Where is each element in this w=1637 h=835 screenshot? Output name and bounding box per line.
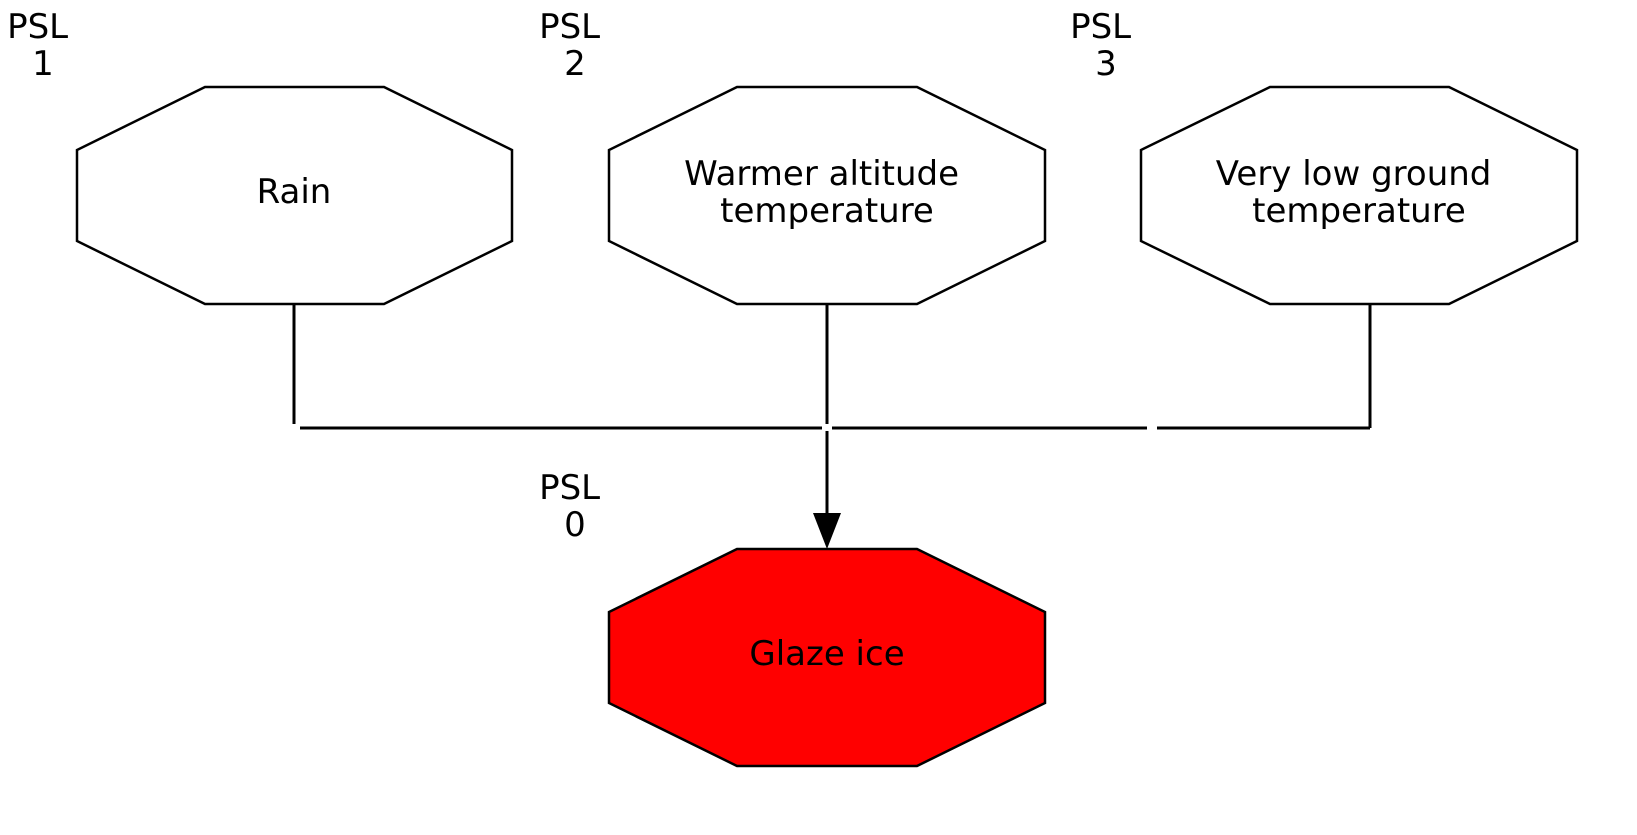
node-very-low-label: Very low ground temperature [1216, 154, 1502, 231]
node-very-low-ground-temperature[interactable]: Very low ground temperature [1139, 85, 1579, 306]
node-glaze-ice[interactable]: Glaze ice [607, 547, 1047, 768]
edges [292, 304, 1372, 549]
node-warmer-label: Warmer altitude temperature [684, 154, 970, 231]
node-rain-shape [75, 85, 514, 306]
node-glaze-shape [607, 547, 1047, 768]
node-rain[interactable]: Rain [75, 85, 514, 306]
node-warmer-altitude-temperature[interactable]: Warmer altitude temperature [607, 85, 1047, 306]
node-rain-label: Rain [257, 172, 332, 212]
node-warmer-shape [607, 85, 1047, 306]
psl-1-label: PSL 1 [7, 7, 79, 84]
psl-3-label: PSL 3 [1070, 7, 1142, 84]
psl-2-label: PSL 2 [539, 7, 611, 84]
node-very-low-shape [1139, 85, 1579, 306]
psl-0-label: PSL 0 [539, 468, 611, 545]
node-glaze-label: Glaze ice [749, 634, 904, 674]
arrowhead-icon [813, 513, 841, 549]
